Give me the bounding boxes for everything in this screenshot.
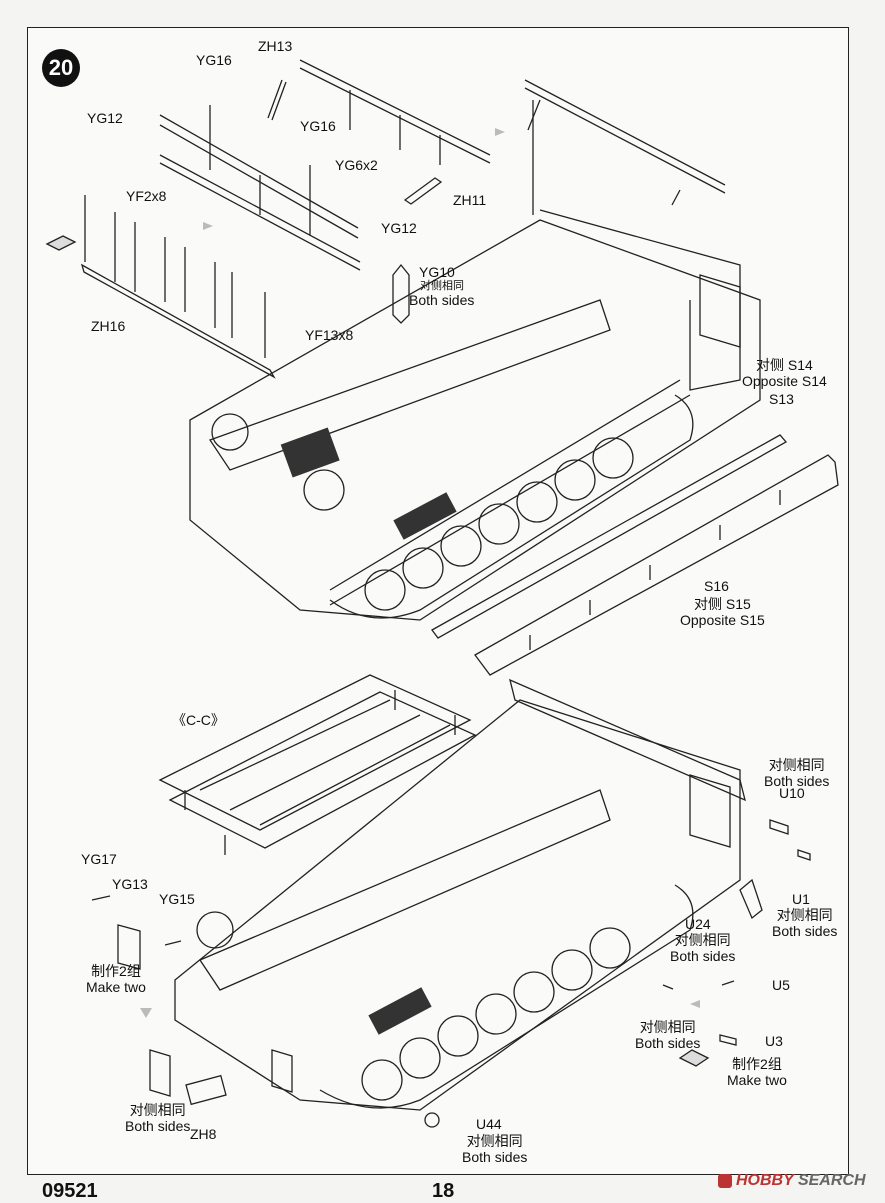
rail-ZH13-assembly	[267, 59, 491, 205]
label-zh11: ZH11	[453, 192, 487, 208]
label-s13: S13	[769, 391, 794, 407]
label-make2-en: Make two	[86, 979, 146, 996]
label-make2b-cn: 制作2组	[732, 1056, 782, 1072]
product-code: 09521	[42, 1180, 98, 1202]
label-yg6x2: YG6x2	[335, 157, 378, 173]
label-u44: U44	[476, 1116, 502, 1132]
label-s15: S15	[725, 596, 751, 612]
road-wheels-lower	[361, 927, 631, 1101]
label-yg16-b: YG16	[300, 118, 336, 134]
label-yg12-b: YG12	[381, 220, 417, 236]
label-u5: U5	[772, 977, 790, 993]
page-number: 18	[432, 1180, 455, 1202]
label-make2-group: 制作2组 Make two	[86, 963, 146, 995]
label-yg10-en: Both sides	[409, 292, 475, 308]
crane-frame-CC	[158, 674, 477, 855]
label-zh8: ZH8	[190, 1126, 217, 1142]
label-u24-en: Both sides	[670, 948, 736, 965]
hobbysearch-logo-icon	[718, 1173, 732, 1188]
rail-ZH16-assembly	[45, 195, 276, 379]
label-yg17: YG17	[81, 851, 117, 867]
label-yf2x8: YF2x8	[126, 188, 167, 204]
label-yg16-a: YG16	[196, 52, 232, 68]
label-s15-cn: 对侧	[694, 596, 723, 612]
rail-YG12-assembly	[159, 105, 361, 271]
label-u10-group: 对侧相同 Both sides	[764, 757, 829, 789]
label-s15-en: Opposite S15	[680, 612, 765, 629]
label-yg15: YG15	[159, 891, 195, 907]
label-s16: S16	[704, 578, 729, 594]
label-yg10: YG10	[419, 264, 455, 280]
label-u1-group: 对侧相同 Both sides	[772, 907, 837, 939]
label-s14: S14	[787, 357, 813, 373]
label-u44-group: 对侧相同 Both sides	[462, 1133, 527, 1165]
label-s14-group: 对侧 S14 Opposite S14	[742, 357, 827, 389]
label-u1: U1	[792, 891, 810, 907]
side-skirt-S13	[431, 434, 788, 639]
instruction-frame	[27, 27, 849, 1175]
label-u44-en: Both sides	[462, 1149, 528, 1166]
label-zh13: ZH13	[258, 38, 293, 54]
label-make2-cn: 制作2组	[91, 963, 141, 979]
label-zh16: ZH16	[91, 318, 126, 334]
label-make2b-group: 制作2组 Make two	[727, 1056, 787, 1088]
label-u24-group: 对侧相同 Both sides	[670, 932, 735, 964]
label-bs-group: 对侧相同 Both sides	[635, 1019, 700, 1051]
label-u10: U10	[779, 785, 805, 801]
label-s15-group: 对侧 S15 Opposite S15	[680, 596, 765, 628]
rail-right-assembly	[524, 79, 726, 215]
lower-vehicle-hull	[174, 678, 746, 1111]
hobbysearch-watermark: HOBBY SEARCH	[718, 1172, 866, 1190]
label-zh8-group: 对侧相同 Both sides	[125, 1102, 190, 1134]
step-number-badge: 20	[42, 49, 80, 87]
label-yg12-a: YG12	[87, 110, 123, 126]
small-parts-lower	[91, 819, 811, 1128]
label-u24-cn: 对侧相同	[674, 932, 731, 948]
label-u10-en: Both sides	[764, 773, 830, 790]
label-s14-en: Opposite S14	[742, 373, 827, 390]
label-bs-en: Both sides	[635, 1035, 701, 1052]
road-wheels-upper	[364, 437, 634, 611]
upper-vehicle-hull	[189, 209, 761, 621]
label-u1-en: Both sides	[772, 923, 838, 940]
label-zh8-en: Both sides	[125, 1118, 191, 1135]
label-zh8-cn: 对侧相同	[129, 1102, 186, 1118]
label-u3: U3	[765, 1033, 783, 1049]
label-u10-cn: 对侧相同	[768, 757, 825, 773]
label-u44-cn: 对侧相同	[466, 1133, 523, 1149]
label-yg10-cn: 对侧相同	[420, 280, 464, 292]
label-yg13: YG13	[112, 876, 148, 892]
label-s14-cn: 对侧	[756, 357, 785, 373]
label-bs-cn: 对侧相同	[639, 1019, 696, 1035]
label-yf13x8: YF13x8	[305, 327, 354, 343]
label-make2b-en: Make two	[727, 1072, 787, 1089]
side-skirt-S16	[474, 454, 839, 676]
label-cc: 《C-C》	[172, 712, 225, 728]
label-u24: U24	[685, 916, 711, 932]
label-u1-cn: 对侧相同	[776, 907, 833, 923]
